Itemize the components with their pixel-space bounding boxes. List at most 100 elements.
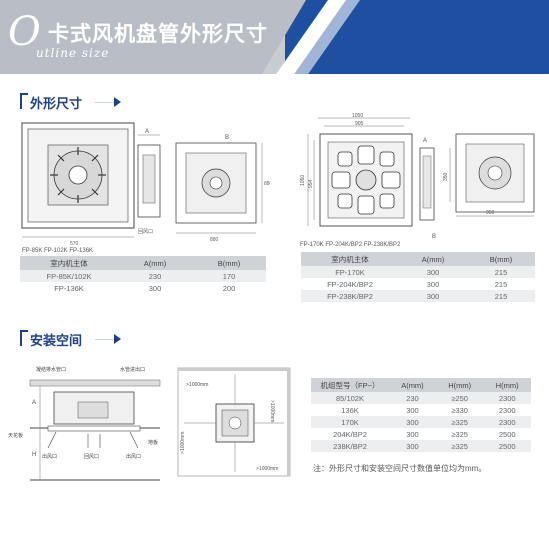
section-bracket bbox=[20, 330, 28, 346]
table-cell: 300 bbox=[426, 279, 440, 289]
table-header-cell: A(mm) bbox=[399, 252, 467, 266]
label-supply-1: 出风口 bbox=[42, 453, 57, 460]
table-row: 136K 300 ≥330 2300 bbox=[311, 404, 531, 416]
table-cell: 215 bbox=[467, 290, 535, 302]
table-cell: 204K/BP2 bbox=[333, 429, 367, 439]
drawing-left-caption: FP-85K FP-102K FP-136K bbox=[22, 248, 94, 254]
table-cell: 2300 bbox=[498, 405, 516, 415]
table-cell: ≥325 bbox=[451, 429, 468, 439]
logo-letter: O bbox=[8, 9, 41, 55]
table-cell: FP-238K/BP2 bbox=[301, 290, 399, 302]
table-cell: FP-85K/102K bbox=[20, 270, 118, 282]
table-header-row: 室内机主体 A(mm) B(mm) bbox=[20, 256, 266, 270]
outline-drawing-large: 1050 905 1050 954 A B 350 950 bbox=[300, 112, 545, 250]
table-cell: 2300 bbox=[483, 416, 531, 428]
dim-h-top: A bbox=[32, 400, 36, 406]
section-arrow-icon bbox=[114, 334, 121, 344]
table-row: FP-136K 300 200 bbox=[20, 282, 266, 294]
label-floor: 地板 bbox=[148, 439, 158, 446]
dim-label-b: B bbox=[225, 135, 229, 141]
section-divider bbox=[95, 339, 115, 340]
table-cell: 85/102K bbox=[311, 392, 389, 404]
table-cell: 300 bbox=[406, 429, 419, 439]
gap-left: >1000mm bbox=[180, 432, 186, 454]
table-header-cell: A(mm) bbox=[389, 378, 436, 392]
gap-bottom: >1000mm bbox=[256, 466, 278, 472]
table-row: FP-238K/BP2 300 215 bbox=[301, 290, 535, 302]
section-bracket bbox=[20, 93, 28, 109]
dim-side1: 1050 bbox=[300, 175, 306, 186]
table-row: FP-170K 300 215 bbox=[301, 266, 535, 278]
table-row: 170K 300 ≥325 2300 bbox=[311, 416, 531, 428]
label-water-inlet: 水管进出口 bbox=[120, 366, 145, 373]
dim-label-a: A bbox=[145, 129, 149, 135]
table-cell: ≥325 bbox=[435, 440, 484, 452]
table-row: FP-204K/BP2 300 215 bbox=[301, 278, 535, 290]
header-banner: O utline size 卡式风机盘管外形尺寸 bbox=[0, 0, 549, 74]
table-cell: ≥250 bbox=[435, 392, 484, 404]
dim-label-b-right: B bbox=[432, 234, 436, 240]
install-plan-drawing: >1000mm >1000mm >1000mm >1000mm bbox=[172, 362, 297, 482]
table-cell: 300 bbox=[406, 405, 419, 415]
logo-subtitle: utline size bbox=[36, 46, 110, 60]
dim-label-a-right: A bbox=[423, 138, 427, 144]
footnote: 注：外形尺寸和安装空间尺寸数值单位均为mm。 bbox=[313, 464, 487, 473]
table-cell: 215 bbox=[467, 266, 535, 278]
label-ceiling: 天花板 bbox=[8, 432, 23, 439]
gap-right: >1000mm bbox=[269, 400, 275, 422]
dim-350: 350 bbox=[443, 172, 449, 181]
table-header-cell: B(mm) bbox=[467, 252, 535, 266]
table-cell: 300 bbox=[399, 290, 467, 302]
dim-bottom: 950 bbox=[486, 210, 495, 216]
table-header-cell: B(mm) bbox=[192, 256, 266, 270]
table-cell: FP-136K bbox=[54, 283, 84, 293]
table-cell: 2500 bbox=[498, 429, 516, 439]
table-cell: 300 bbox=[389, 416, 436, 428]
table-header-row: 机组型号（FP~） A(mm) H(mm) H(mm) bbox=[311, 378, 531, 392]
dim-side2: 954 bbox=[308, 179, 314, 188]
dim-top1: 1050 bbox=[352, 113, 363, 119]
dim-top2: 905 bbox=[355, 121, 364, 127]
label-supply-2: 出风口 bbox=[126, 453, 141, 460]
page-title: 卡式风机盘管外形尺寸 bbox=[48, 23, 268, 46]
table-row: 238K/BP2 300 ≥325 2500 bbox=[311, 440, 531, 452]
install-section-drawing: A H 凝结排水管口 水管进出口 天花板 出风口 回风口 出风口 地板 bbox=[8, 362, 173, 487]
drawing-right-caption: FP-170K FP-204K/BP2 FP-238K/BP2 bbox=[300, 242, 401, 248]
port-label: 回风口 bbox=[138, 229, 153, 235]
install-table: 机组型号（FP~） A(mm) H(mm) H(mm) 85/102K 230 … bbox=[311, 378, 531, 452]
section-arrow-icon bbox=[114, 97, 121, 107]
table-cell: 170K bbox=[311, 416, 389, 428]
table-row: 204K/BP2 300 ≥325 2500 bbox=[311, 428, 531, 440]
table-header-cell: A(mm) bbox=[118, 256, 192, 270]
table-header-cell: H(mm) bbox=[483, 378, 531, 392]
outline-table-large: 室内机主体 A(mm) B(mm) FP-170K 300 215 FP-204… bbox=[301, 252, 535, 302]
table-cell: 300 bbox=[148, 283, 162, 293]
table-cell: ≥330 bbox=[451, 405, 468, 415]
outline-table-small: 室内机主体 A(mm) B(mm) FP-85K/102K 230 170 FP… bbox=[20, 256, 266, 294]
table-row: FP-85K/102K 230 170 bbox=[20, 270, 266, 282]
dim-h-bottom: H bbox=[32, 452, 36, 458]
table-cell: 230 bbox=[118, 270, 192, 282]
section-divider bbox=[95, 102, 115, 103]
table-cell: FP-170K bbox=[301, 266, 399, 278]
gap-top: >1000mm bbox=[186, 382, 208, 388]
table-cell: 200 bbox=[222, 283, 236, 293]
table-cell: 238K/BP2 bbox=[311, 440, 389, 452]
table-cell: 2300 bbox=[483, 392, 531, 404]
table-cell: 300 bbox=[399, 266, 467, 278]
table-cell: 230 bbox=[389, 392, 436, 404]
section-title-outline: 外形尺寸 bbox=[30, 96, 83, 111]
table-header-row: 室内机主体 A(mm) B(mm) bbox=[301, 252, 535, 266]
table-header-cell: 室内机主体 bbox=[20, 256, 118, 270]
outline-drawing-small: 570 A 回风口 880 880 B bbox=[10, 115, 270, 250]
table-row: 85/102K 230 ≥250 2300 bbox=[311, 392, 531, 404]
label-drain-outlet: 凝结排水管口 bbox=[36, 366, 66, 373]
table-cell: 2500 bbox=[483, 440, 531, 452]
table-header-cell: H(mm) bbox=[435, 378, 484, 392]
table-header-cell: 机组型号（FP~） bbox=[311, 378, 389, 392]
svg-text:880: 880 bbox=[264, 181, 270, 187]
table-cell: FP-204K/BP2 bbox=[327, 279, 373, 289]
label-return: 回风口 bbox=[84, 454, 99, 460]
table-cell: 170 bbox=[192, 270, 266, 282]
svg-text:880: 880 bbox=[210, 237, 219, 243]
